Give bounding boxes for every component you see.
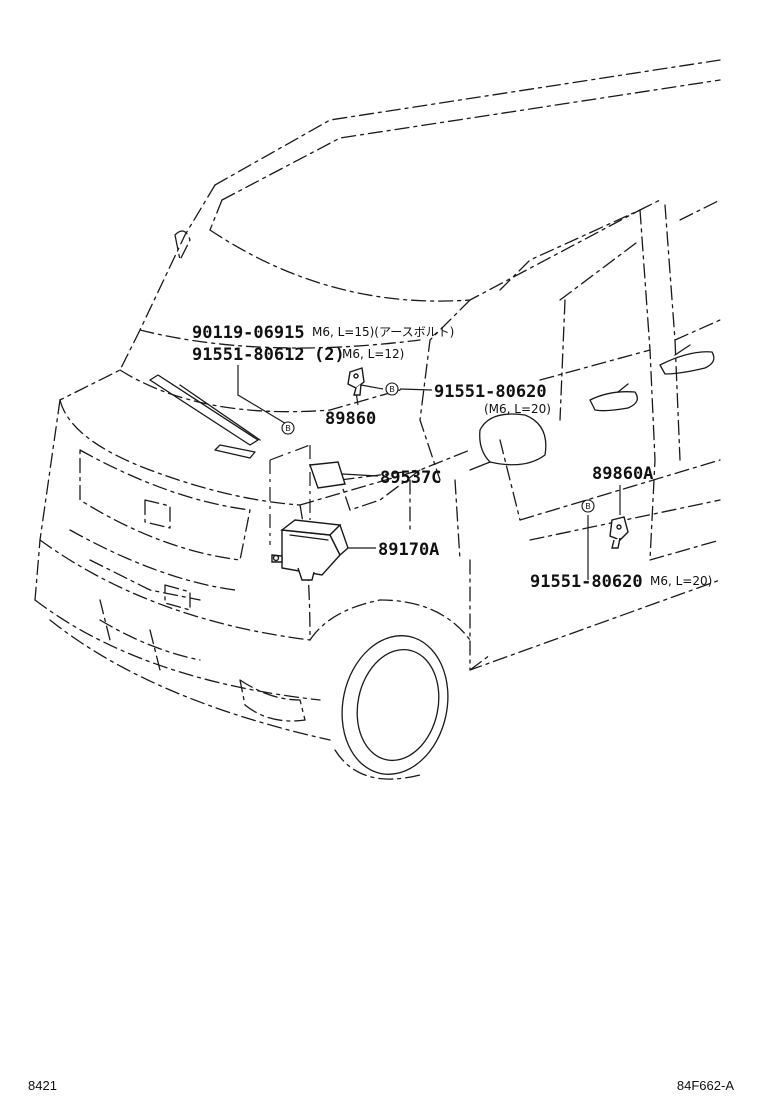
- svg-text:B: B: [285, 424, 290, 433]
- part-number: 89860A: [592, 464, 653, 484]
- part-number: 89860: [325, 409, 376, 429]
- callout-90119-06915: 90119-06915 M6, L=15)(アースボルト): [192, 323, 454, 343]
- callout-91551-80612: 91551-80612 (2) M6, L=12): [192, 345, 404, 365]
- bolt-marker-b: B: [281, 421, 295, 435]
- bolt-marker-b: B: [385, 382, 399, 396]
- part-spec: M6, L=12): [342, 347, 404, 361]
- part-spec: M6, L=15)(アースボルト): [312, 325, 454, 339]
- svg-text:B: B: [585, 502, 590, 511]
- part-number: 91551-80620: [434, 382, 547, 402]
- sensor-89860a: [609, 516, 629, 549]
- label-plate-89537c: [309, 461, 346, 489]
- part-spec: (M6, L=20): [484, 402, 551, 416]
- callout-91551-80620-lower: 91551-80620 M6, L=20): [530, 572, 712, 592]
- callout-89170a: 89170A: [378, 540, 439, 560]
- airbag-sensor-89170a: [271, 519, 349, 581]
- svg-text:B: B: [389, 385, 394, 394]
- part-number: 91551-80612: [192, 345, 305, 365]
- part-number: 91551-80620: [530, 572, 643, 592]
- part-number: 90119-06915: [192, 323, 305, 343]
- part-number: 89537C: [380, 468, 441, 488]
- vehicle-outline: [34, 59, 721, 780]
- footer-code-right: 84F662-A: [677, 1078, 734, 1093]
- callout-89860a: 89860A: [592, 464, 653, 484]
- callout-89860: 89860: [325, 409, 376, 429]
- callout-91551-80620-upper: 91551-80620 (M6, L=20): [434, 382, 551, 416]
- sensor-89860: [347, 367, 365, 396]
- part-spec: M6, L=20): [650, 574, 712, 588]
- bolt-marker-b: B: [581, 499, 595, 513]
- callout-89537c: 89537C: [380, 468, 441, 488]
- part-number: 89170A: [378, 540, 439, 560]
- part-quantity: (2): [314, 345, 345, 365]
- footer-code-left: 8421: [28, 1078, 57, 1093]
